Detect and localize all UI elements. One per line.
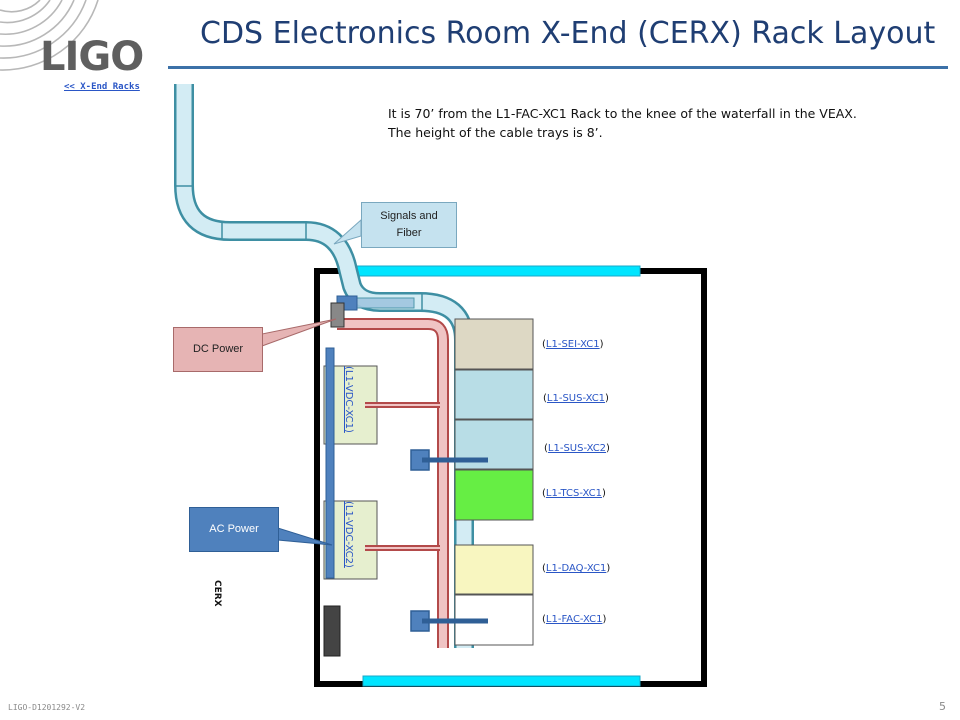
logo-text: LIGO (40, 34, 144, 80)
rack-l1-sus-xc1 (454, 369, 534, 420)
rack-label-l1-sus-xc1: (L1-SUS-XC1) (543, 393, 609, 404)
dc-power-unit (330, 302, 345, 328)
signal-tray-crossing (349, 297, 415, 309)
cable-note-line-1: It is 70’ from the L1-FAC-XC1 Rack to th… (388, 106, 857, 121)
document-id: LIGO-D1201292-V2 (8, 703, 86, 712)
cable-note-line-2: The height of the cable trays is 8’. (388, 125, 603, 140)
link-l1-sus-xc1[interactable]: L1-SUS-XC1 (546, 393, 606, 404)
room-label: CERX (212, 580, 222, 607)
rack-l1-daq-xc1 (454, 544, 534, 595)
vdc-label-1[interactable]: (L1-VDC-XC1) (343, 366, 354, 433)
room-vent-top (356, 265, 641, 277)
rack-column (454, 318, 534, 646)
signals-callout-line-2: Fiber (396, 227, 422, 239)
rack-l1-sei-xc1 (454, 318, 534, 370)
ac-power-callout: AC Power (189, 507, 279, 552)
link-l1-fac-xc1[interactable]: L1-FAC-XC1 (545, 614, 603, 625)
signals-callout-line-1: Signals and (380, 210, 438, 222)
page-title: CDS Electronics Room X-End (CERX) Rack L… (200, 16, 936, 51)
cable-note: It is 70’ from the L1-FAC-XC1 Rack to th… (388, 104, 857, 142)
ligo-logo: LIGO (0, 0, 160, 100)
rack-l1-tcs-xc1 (454, 469, 534, 521)
dc-power-pointer (261, 318, 337, 347)
vdc-label-2[interactable]: (L1-VDC-XC2) (343, 501, 354, 568)
dc-power-callout: DC Power (173, 327, 263, 372)
link-l1-sei-xc1[interactable]: L1-SEI-XC1 (545, 339, 600, 350)
rack-label-l1-sus-xc2: (L1-SUS-XC2) (544, 443, 610, 454)
floor-unit (323, 605, 341, 657)
rack-label-l1-sei-xc1: (L1-SEI-XC1) (542, 339, 604, 350)
rack-label-l1-daq-xc1: (L1-DAQ-XC1) (542, 563, 611, 574)
page-number: 5 (939, 700, 946, 713)
back-link-x-end-racks[interactable]: << X-End Racks (64, 82, 140, 92)
signal-cable-tray (174, 84, 474, 648)
dc-power-tray (337, 318, 449, 648)
link-l1-daq-xc1[interactable]: L1-DAQ-XC1 (545, 563, 607, 574)
room-vent-bottom (362, 675, 641, 687)
link-l1-tcs-xc1[interactable]: L1-TCS-XC1 (545, 488, 602, 499)
signals-fiber-callout: Signals and Fiber (361, 202, 457, 248)
rack-label-l1-fac-xc1: (L1-FAC-XC1) (542, 614, 607, 625)
title-divider (168, 66, 948, 69)
rack-label-l1-tcs-xc1: (L1-TCS-XC1) (542, 488, 606, 499)
link-l1-sus-xc2[interactable]: L1-SUS-XC2 (547, 443, 607, 454)
logo-arcs-icon (0, 0, 99, 71)
